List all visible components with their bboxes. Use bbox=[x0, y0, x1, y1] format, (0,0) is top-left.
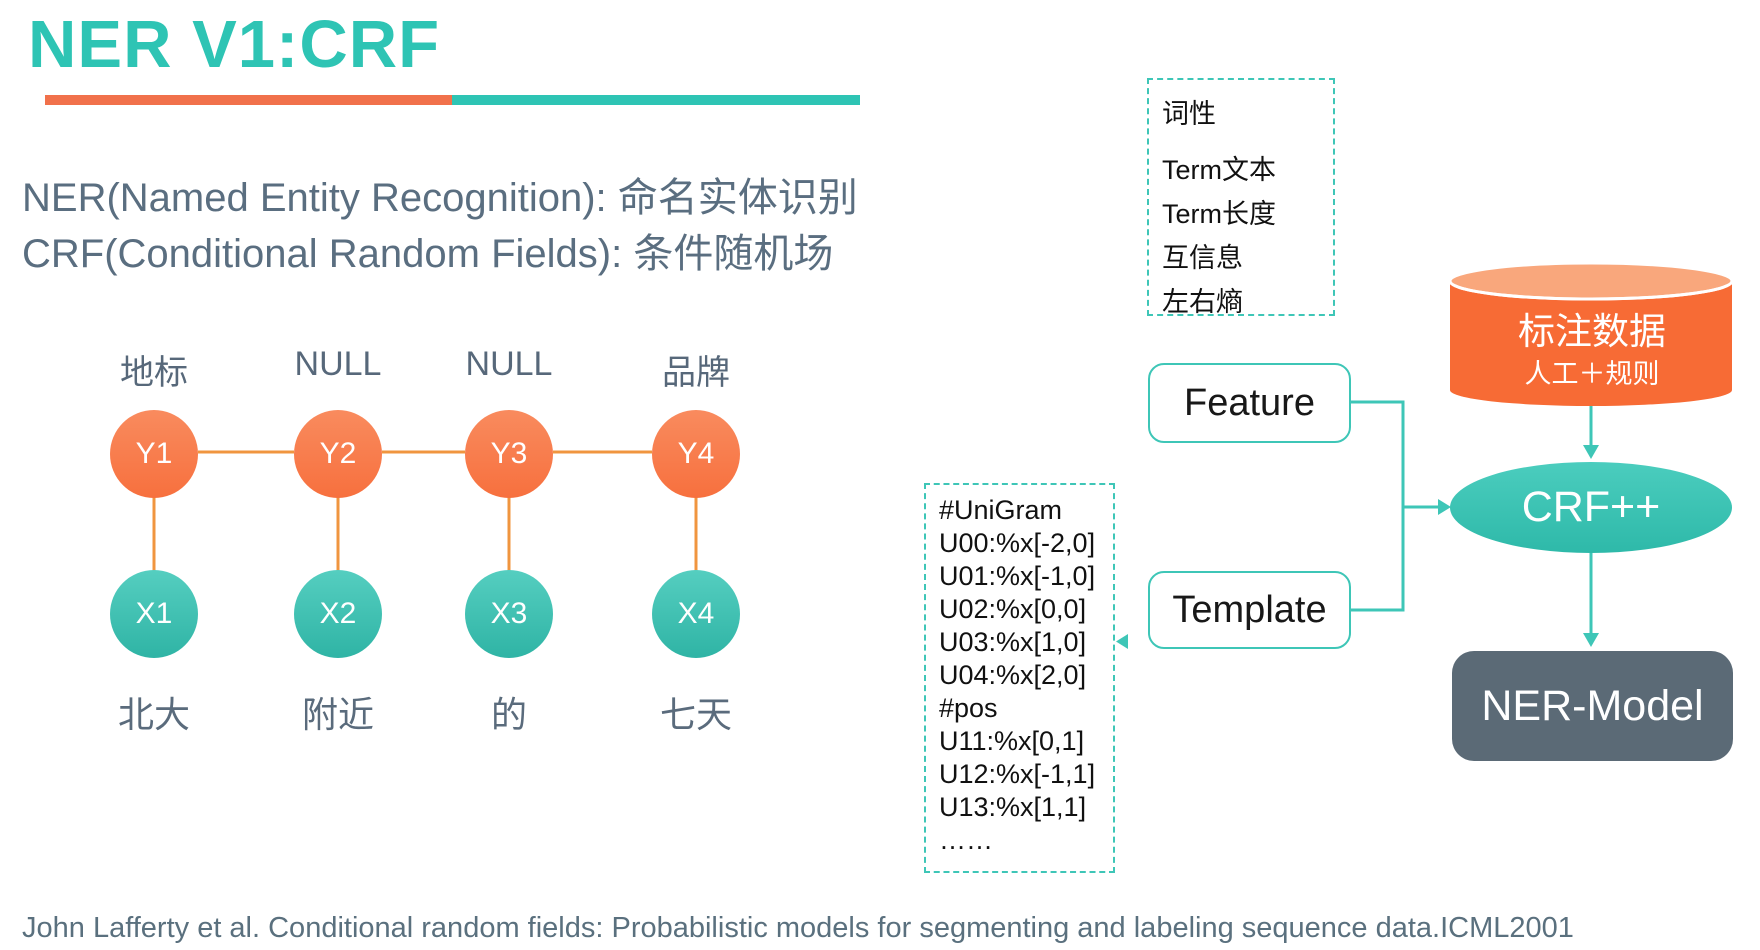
ner-definition: NER(Named Entity Recognition): 命名实体识别 bbox=[22, 176, 858, 220]
template-box-label: Template bbox=[1172, 588, 1327, 631]
feature-line: 词性 bbox=[1162, 99, 1216, 129]
word-label: 七天 bbox=[659, 694, 732, 735]
arrow-left-icon bbox=[1116, 634, 1128, 649]
template-line: U02:%x[0,0] bbox=[939, 594, 1087, 624]
x-node-label: X1 bbox=[135, 597, 173, 630]
feature-line: 左右熵 bbox=[1162, 287, 1243, 317]
template-line: U13:%x[1,1] bbox=[939, 792, 1087, 822]
y-node: Y4 bbox=[652, 410, 740, 498]
tag-label: NULL bbox=[294, 345, 382, 383]
y-node-label: Y2 bbox=[319, 437, 357, 470]
template-line: U11:%x[0,1] bbox=[939, 726, 1085, 756]
feature-box-label: Feature bbox=[1184, 381, 1315, 424]
x-node-label: X3 bbox=[490, 597, 528, 630]
template-line: U00:%x[-2,0] bbox=[939, 528, 1096, 558]
x-node: X2 bbox=[294, 570, 382, 658]
template-line: #UniGram bbox=[939, 495, 1063, 525]
feature-line: Term长度 bbox=[1162, 199, 1276, 229]
template-line: U01:%x[-1,0] bbox=[939, 561, 1096, 591]
feature-box: Feature bbox=[1148, 363, 1351, 443]
data-store-subtitle: 人工＋规则 bbox=[1524, 359, 1660, 389]
ner-model-node: NER-Model bbox=[1452, 651, 1733, 761]
crf-definition: CRF(Conditional Random Fields): 条件随机场 bbox=[22, 232, 834, 276]
word-label: 的 bbox=[490, 694, 527, 735]
unigram-template-box: #UniGram U00:%x[-2,0] U01:%x[-1,0] U02:%… bbox=[924, 483, 1115, 873]
template-line: U04:%x[2,0] bbox=[939, 660, 1087, 690]
feature-list-box: 词性 Term文本 Term长度 互信息 左右熵 bbox=[1147, 78, 1335, 317]
y-node-label: Y1 bbox=[135, 437, 173, 470]
crf-engine-node: CRF++ bbox=[1450, 462, 1732, 553]
template-line: …… bbox=[939, 825, 993, 855]
tag-label: NULL bbox=[465, 345, 553, 383]
x-node-label: X4 bbox=[677, 597, 715, 630]
word-label: 附近 bbox=[301, 694, 374, 735]
crf-chain-edges bbox=[152, 450, 698, 571]
tag-label: 地标 bbox=[120, 354, 188, 392]
title-underline-teal bbox=[452, 95, 860, 105]
x-node-label: X2 bbox=[319, 597, 357, 630]
template-box: Template bbox=[1148, 571, 1351, 649]
y-node-label: Y4 bbox=[677, 437, 715, 470]
ner-model-label: NER-Model bbox=[1481, 681, 1704, 730]
template-line: U03:%x[1,0] bbox=[939, 627, 1087, 657]
y-node-label: Y3 bbox=[490, 437, 528, 470]
feature-template-connector bbox=[1350, 400, 1438, 612]
arrow-down-icon bbox=[1583, 445, 1599, 459]
x-node: X3 bbox=[465, 570, 553, 658]
feature-line: Term文本 bbox=[1162, 155, 1276, 185]
y-node: Y2 bbox=[294, 410, 382, 498]
x-node: X4 bbox=[652, 570, 740, 658]
y-node: Y1 bbox=[110, 410, 198, 498]
feature-line: 互信息 bbox=[1162, 243, 1243, 273]
crf-engine-label: CRF++ bbox=[1521, 483, 1661, 531]
definitions: NER(Named Entity Recognition): 命名实体识别 CR… bbox=[22, 170, 858, 282]
page-title: NER V1:CRF bbox=[28, 7, 441, 82]
y-node: Y3 bbox=[465, 410, 553, 498]
word-label: 北大 bbox=[117, 694, 190, 735]
x-node: X1 bbox=[110, 570, 198, 658]
data-store-title: 标注数据 bbox=[1518, 311, 1666, 352]
arrow-down-icon bbox=[1583, 633, 1599, 647]
template-line: U12:%x[-1,1] bbox=[939, 759, 1096, 789]
template-line: #pos bbox=[939, 693, 998, 723]
title-underline-orange bbox=[45, 95, 452, 105]
tag-label: 品牌 bbox=[662, 354, 730, 392]
citation: John Lafferty et al. Conditional random … bbox=[22, 912, 1574, 944]
